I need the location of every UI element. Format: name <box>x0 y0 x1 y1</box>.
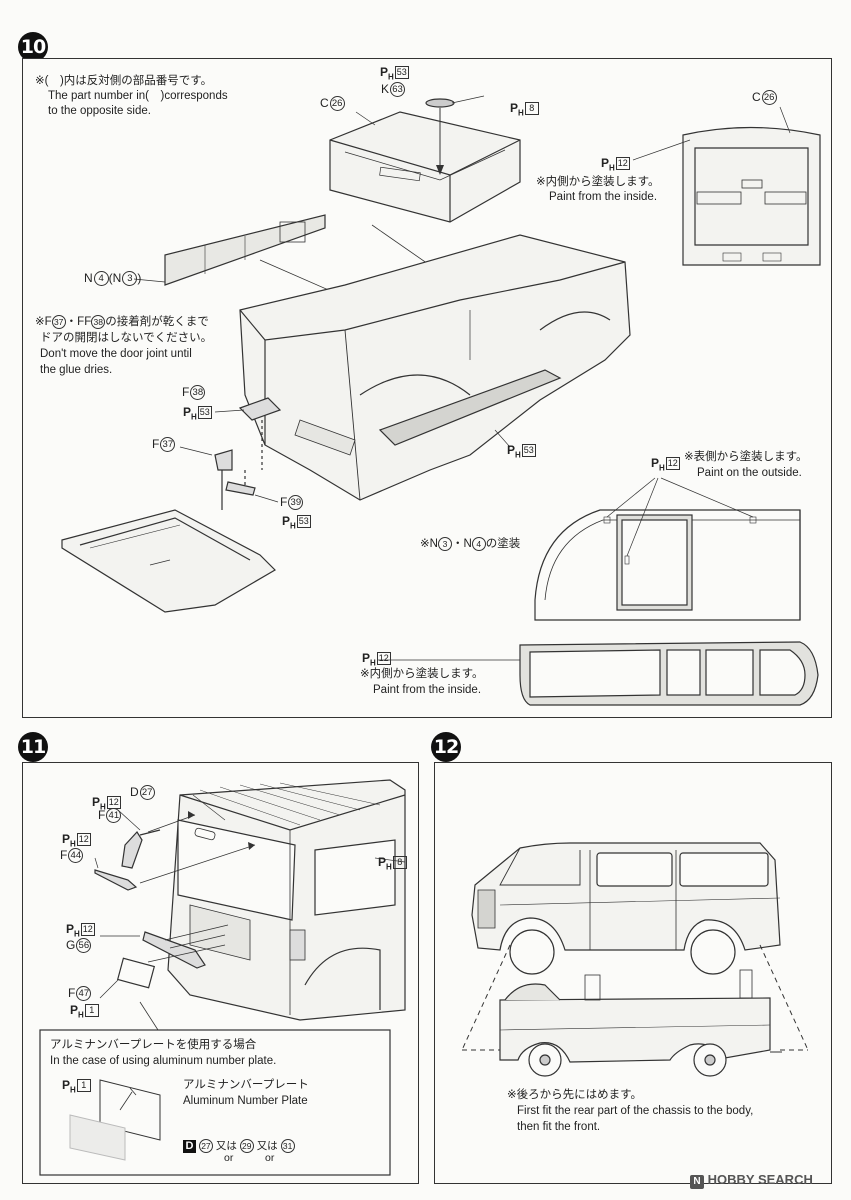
aluminum-plate-label-jp: アルミナンバープレート <box>183 1079 309 1091</box>
opposite-note-en2: to the opposite side. <box>48 105 151 117</box>
watermark-logo-icon: N <box>690 1175 704 1189</box>
d-parts-options: D 27 又は 29 又は 31 <box>183 1138 295 1154</box>
mirror-part-illustration <box>425 98 455 108</box>
step-12-panel <box>434 762 832 1184</box>
hobby-search-watermark: N HOBBY SEARCH <box>690 1172 813 1189</box>
opposite-note-jp: ※( )内は反対側の部品番号です。 <box>35 75 213 87</box>
paint-inside-en: Paint from the inside. <box>549 191 658 203</box>
step-11-number: 11 <box>18 732 48 762</box>
step-12-note-jp: ※後ろから先にはめます。 <box>507 1089 642 1101</box>
glue-note-en2: the glue dries. <box>40 364 113 376</box>
glue-note-jp2: ドアの開閉はしないでください。 <box>40 332 213 344</box>
aluminum-plate-jp: アルミナンバープレートを使用する場合 <box>50 1039 257 1051</box>
paint-inside2-en: Paint from the inside. <box>373 684 482 696</box>
step-12-note-en1: First fit the rear part of the chassis t… <box>517 1105 754 1117</box>
opposite-note-en1: The part number in( )corresponds <box>48 90 228 102</box>
aluminum-plate-en: In the case of using aluminum number pla… <box>50 1055 277 1067</box>
van-side-illustration <box>471 842 781 975</box>
step-10-number: 10 <box>18 32 48 62</box>
roof-panel-illustration <box>329 111 521 223</box>
aluminum-plate-label-en: Aluminum Number Plate <box>183 1095 308 1107</box>
side-window-paint-diagram <box>519 477 819 706</box>
hinge-parts-illustration <box>214 397 282 510</box>
rear-window-illustration <box>682 126 821 266</box>
van-rear-illustration <box>167 779 406 1021</box>
step-12-note-en2: then fit the front. <box>517 1121 601 1133</box>
chassis-illustration <box>499 969 782 1077</box>
paint-inside2-jp: ※内側から塗装します。 <box>360 668 484 680</box>
side-window-glass-illustration <box>164 214 326 286</box>
van-body-illustration <box>239 234 631 501</box>
paint-outside-jp: ※表側から塗装します。 <box>684 451 808 463</box>
or-label-1: or <box>224 1152 234 1164</box>
or-label-2: or <box>265 1152 275 1164</box>
step-12-number: 12 <box>431 732 461 762</box>
floor-panel-illustration <box>61 509 276 613</box>
glue-note-en1: Don't move the door joint until <box>40 348 192 360</box>
paint-inside-jp: ※内側から塗装します。 <box>536 176 660 188</box>
paint-outside-en: Paint on the outside. <box>697 467 802 479</box>
